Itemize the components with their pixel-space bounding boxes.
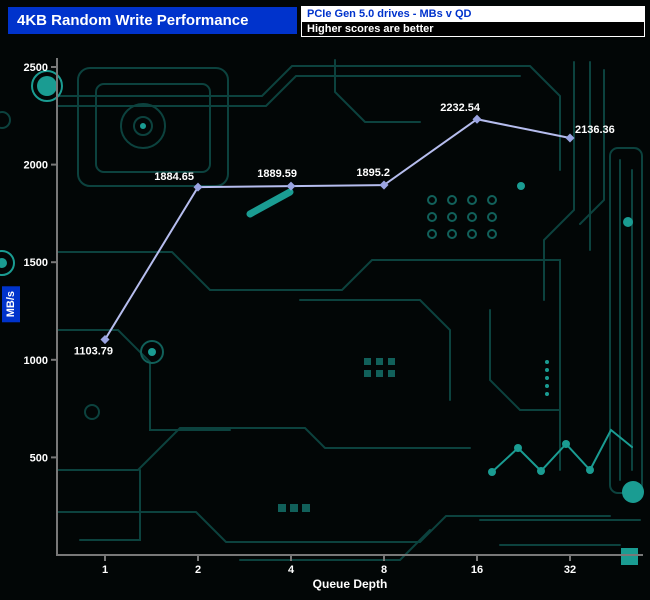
- info-note: Higher scores are better: [301, 22, 645, 37]
- data-point-label: 1884.65: [154, 171, 194, 183]
- x-tick-label: 16: [471, 564, 483, 576]
- x-tick-label: 4: [288, 564, 295, 576]
- data-point-marker: [472, 114, 482, 124]
- data-point-marker: [286, 181, 296, 191]
- page-title: 4KB Random Write Performance: [17, 12, 249, 29]
- data-point-label: 1889.59: [257, 168, 297, 180]
- series-line: [104, 118, 571, 341]
- x-tick-label: 1: [102, 564, 108, 576]
- data-point-label: 2136.36: [575, 124, 615, 136]
- y-tick-label: 1500: [24, 257, 48, 269]
- y-tick-label: 2000: [24, 160, 48, 172]
- data-point-label: 2232.54: [440, 102, 481, 114]
- data-point-marker: [193, 182, 203, 192]
- y-tick-label: 1000: [24, 355, 48, 367]
- info-box: PCIe Gen 5.0 drives - MBs v QD Higher sc…: [301, 6, 645, 37]
- data-point-label: 1103.79: [74, 346, 113, 358]
- x-tick-label: 2: [195, 564, 201, 576]
- data-point-marker: [565, 133, 575, 143]
- y-tick-label: 2500: [24, 62, 48, 74]
- info-subtitle: PCIe Gen 5.0 drives - MBs v QD: [301, 6, 645, 22]
- chart-title-bar: 4KB Random Write Performance: [8, 7, 297, 34]
- y-axis-title: MB/s: [2, 286, 20, 323]
- data-point-marker: [100, 335, 110, 345]
- data-point-label: 1895.2: [356, 167, 390, 179]
- x-axis-title: Queue Depth: [312, 577, 388, 591]
- x-tick-label: 32: [564, 564, 576, 576]
- y-tick-label: 500: [30, 452, 48, 464]
- x-tick-label: 8: [381, 564, 387, 576]
